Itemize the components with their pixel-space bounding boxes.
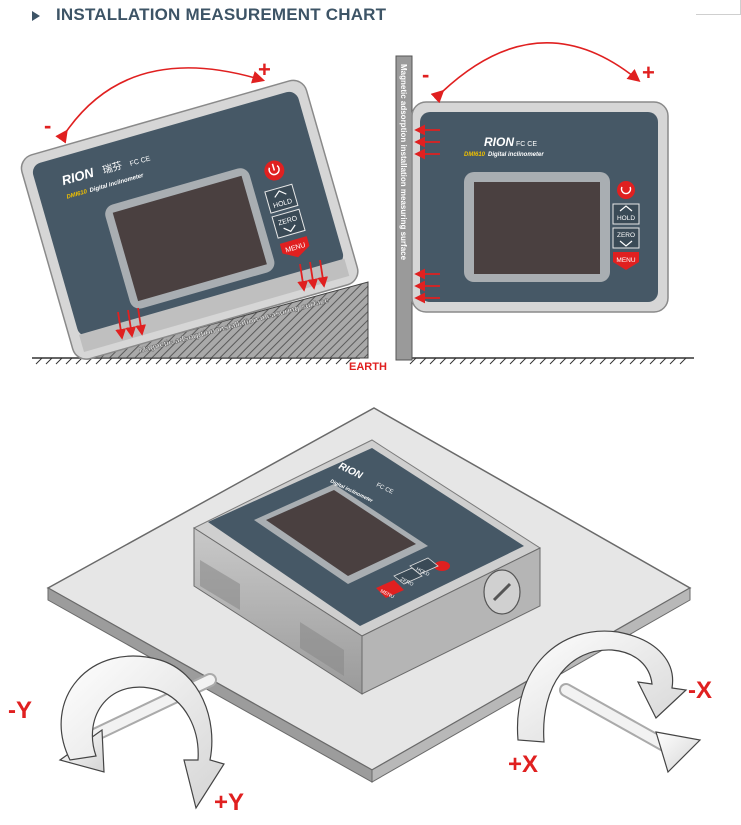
product-label-right: Digital inclinometer — [488, 152, 544, 158]
top-right-scene: Magnetic adsorption installation measuri… — [349, 42, 694, 373]
cert-marks-right: FC CE — [516, 141, 537, 148]
up-arrow-icon — [274, 190, 287, 198]
plus-sign-left: + — [258, 57, 271, 82]
ground-hatch-left — [35, 357, 353, 365]
hold-button[interactable] — [264, 183, 299, 214]
down-arrow-icon-right — [619, 240, 633, 247]
lcd-screen — [112, 175, 267, 302]
minus-sign-right: - — [422, 62, 429, 87]
neg-x-label: -X — [688, 677, 712, 704]
plus-sign-right: + — [642, 60, 655, 85]
power-icon-right — [620, 186, 632, 195]
magnet-arrows-right — [414, 124, 440, 304]
bottom-scene: -Y +Y RION FC CE Digital inclinometer HO… — [8, 407, 712, 816]
x-axis-rotation: +X -X — [508, 630, 712, 778]
page-title: INSTALLATION MEASUREMENT CHART — [56, 5, 387, 24]
minus-sign-left: - — [44, 113, 51, 138]
hold-label-right: HOLD — [617, 215, 635, 222]
hold-label-3d: HOLD — [415, 566, 430, 578]
ground-hatch-right — [409, 357, 687, 365]
upright-inclinometer: RION FC CE DMI610 Digital inclinometer H… — [411, 101, 669, 313]
tilt-rotation-arc-left — [55, 67, 266, 144]
front-groove-1 — [200, 560, 240, 610]
y-rotation-arrow — [60, 655, 225, 810]
pos-x-label: +X — [508, 751, 538, 778]
zero-button[interactable] — [271, 208, 306, 239]
up-arrow-icon-right — [619, 205, 633, 212]
brand-logo-right: RION — [484, 135, 514, 149]
x-axis-arrowhead — [655, 731, 702, 774]
menu-button-3d[interactable] — [376, 580, 404, 598]
triangle-bullet-icon — [32, 11, 40, 21]
down-arrow-icon — [283, 224, 296, 233]
tilted-inclinometer: RION 瑞芬 FC CE DMI610 Digital inclinomete… — [20, 79, 359, 360]
power-icon-line — [271, 163, 276, 171]
x-rotation-arrow — [516, 630, 688, 743]
zero-button-right[interactable] — [612, 227, 640, 249]
neg-y-label: -Y — [8, 697, 32, 724]
zero-label-3d: ZERO — [399, 576, 414, 588]
front-groove-2 — [300, 622, 344, 676]
model-label: DMI610 — [66, 189, 88, 201]
zero-button-3d[interactable] — [393, 567, 423, 585]
power-button-right[interactable] — [617, 181, 635, 199]
power-icon — [268, 164, 280, 176]
battery-slot-icon — [492, 582, 512, 602]
lcd-screen-3d — [266, 490, 416, 576]
device-base-strip — [79, 258, 350, 353]
top-left-scene: RION 瑞芬 FC CE DMI610 Digital inclinomete… — [20, 57, 369, 365]
hold-button-right[interactable] — [612, 203, 640, 225]
brand-cn: 瑞芬 — [101, 160, 124, 177]
lcd-screen-right — [474, 182, 600, 274]
magnet-arrows-left — [115, 259, 328, 340]
surface-label-right: Magnetic adsorption installation measuri… — [399, 64, 408, 261]
pos-y-label: +Y — [214, 789, 244, 816]
y-axis-rotation: -Y +Y — [8, 655, 244, 816]
earth-label: EARTH — [349, 361, 387, 373]
menu-label-right: MENU — [616, 257, 635, 264]
zero-label-right: ZERO — [617, 232, 635, 239]
inclinometer-3d: RION FC CE Digital inclinometer HOLD ZER… — [192, 439, 542, 695]
menu-button-right[interactable] — [613, 252, 639, 270]
model-label-right: DMI610 — [464, 152, 486, 158]
power-button-3d[interactable] — [434, 561, 450, 571]
tilt-rotation-arc-right — [430, 42, 641, 104]
menu-button[interactable] — [279, 236, 312, 261]
